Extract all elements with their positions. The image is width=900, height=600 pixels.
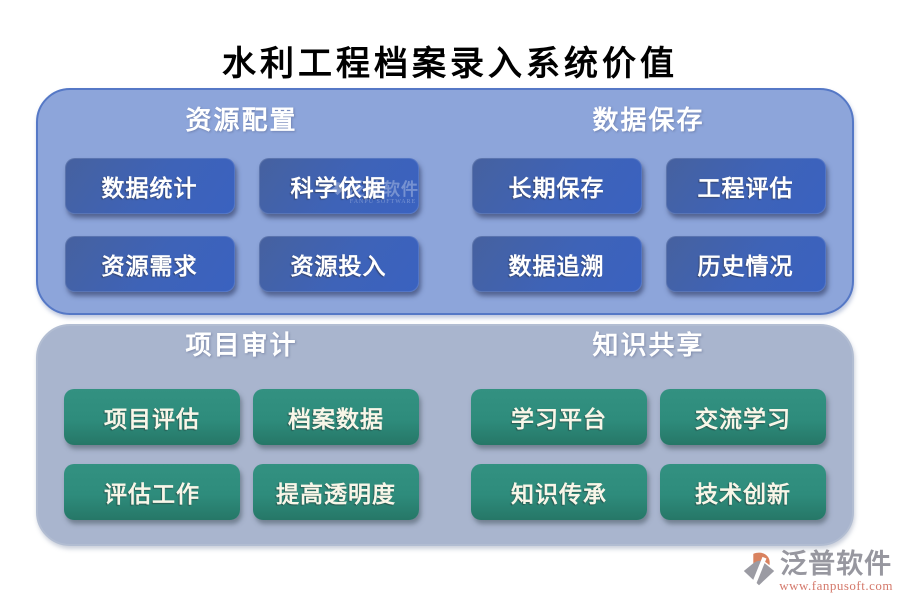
section-resource-allocation: 资源配置 数据统计 科学依据 资源需求 资源投入 bbox=[38, 90, 445, 313]
fanpu-brand-footer: 泛普软件 www.fanpusoft.com bbox=[740, 549, 893, 596]
button-grid: 长期保存 工程评估 数据追溯 历史情况 bbox=[471, 158, 826, 292]
value-button-learning-platform[interactable]: 学习平台 bbox=[471, 389, 647, 445]
section-header-data-preservation: 数据保存 bbox=[592, 106, 705, 135]
value-button-knowledge-inheritance[interactable]: 知识传承 bbox=[471, 464, 647, 520]
fanpu-logo-icon bbox=[740, 549, 778, 596]
value-button-scientific-basis[interactable]: 科学依据 bbox=[258, 158, 419, 214]
section-header-knowledge-sharing: 知识共享 bbox=[592, 331, 705, 360]
section-header-resource-allocation: 资源配置 bbox=[185, 106, 298, 135]
section-project-audit: 项目审计 项目评估 档案数据 评估工作 提高透明度 bbox=[38, 326, 445, 544]
value-button-long-term-storage[interactable]: 长期保存 bbox=[471, 158, 642, 214]
value-button-assessment-work[interactable]: 评估工作 bbox=[64, 464, 240, 520]
button-grid: 项目评估 档案数据 评估工作 提高透明度 bbox=[64, 389, 419, 520]
value-button-project-evaluation-blue[interactable]: 工程评估 bbox=[665, 158, 826, 214]
button-grid: 学习平台 交流学习 知识传承 技术创新 bbox=[471, 389, 826, 520]
value-button-tech-innovation[interactable]: 技术创新 bbox=[660, 464, 826, 520]
footer-url-link[interactable]: www.fanpusoft.com bbox=[779, 578, 893, 593]
value-button-project-assessment[interactable]: 项目评估 bbox=[64, 389, 240, 445]
page-title: 水利工程档案录入系统价值 bbox=[222, 46, 678, 83]
value-panel-top: 资源配置 数据统计 科学依据 资源需求 资源投入 数据保存 长期保存 工程评估 … bbox=[36, 88, 854, 315]
value-button-resource-input[interactable]: 资源投入 bbox=[258, 236, 419, 292]
value-button-resource-demand[interactable]: 资源需求 bbox=[64, 236, 235, 292]
section-knowledge-sharing: 知识共享 学习平台 交流学习 知识传承 技术创新 bbox=[445, 326, 852, 544]
value-button-improve-transparency[interactable]: 提高透明度 bbox=[253, 464, 419, 520]
section-data-preservation: 数据保存 长期保存 工程评估 数据追溯 历史情况 bbox=[445, 90, 852, 313]
button-grid: 数据统计 科学依据 资源需求 资源投入 bbox=[64, 158, 419, 292]
value-button-data-statistics[interactable]: 数据统计 bbox=[64, 158, 235, 214]
value-button-historical-status[interactable]: 历史情况 bbox=[665, 236, 826, 292]
value-button-archive-data[interactable]: 档案数据 bbox=[253, 389, 419, 445]
value-panel-bottom: 项目审计 项目评估 档案数据 评估工作 提高透明度 知识共享 学习平台 交流学习… bbox=[36, 324, 854, 546]
footer-brand-name: 泛普软件 bbox=[780, 549, 893, 579]
value-button-exchange-learning[interactable]: 交流学习 bbox=[660, 389, 826, 445]
section-header-project-audit: 项目审计 bbox=[185, 331, 298, 360]
value-button-data-tracing[interactable]: 数据追溯 bbox=[471, 236, 642, 292]
